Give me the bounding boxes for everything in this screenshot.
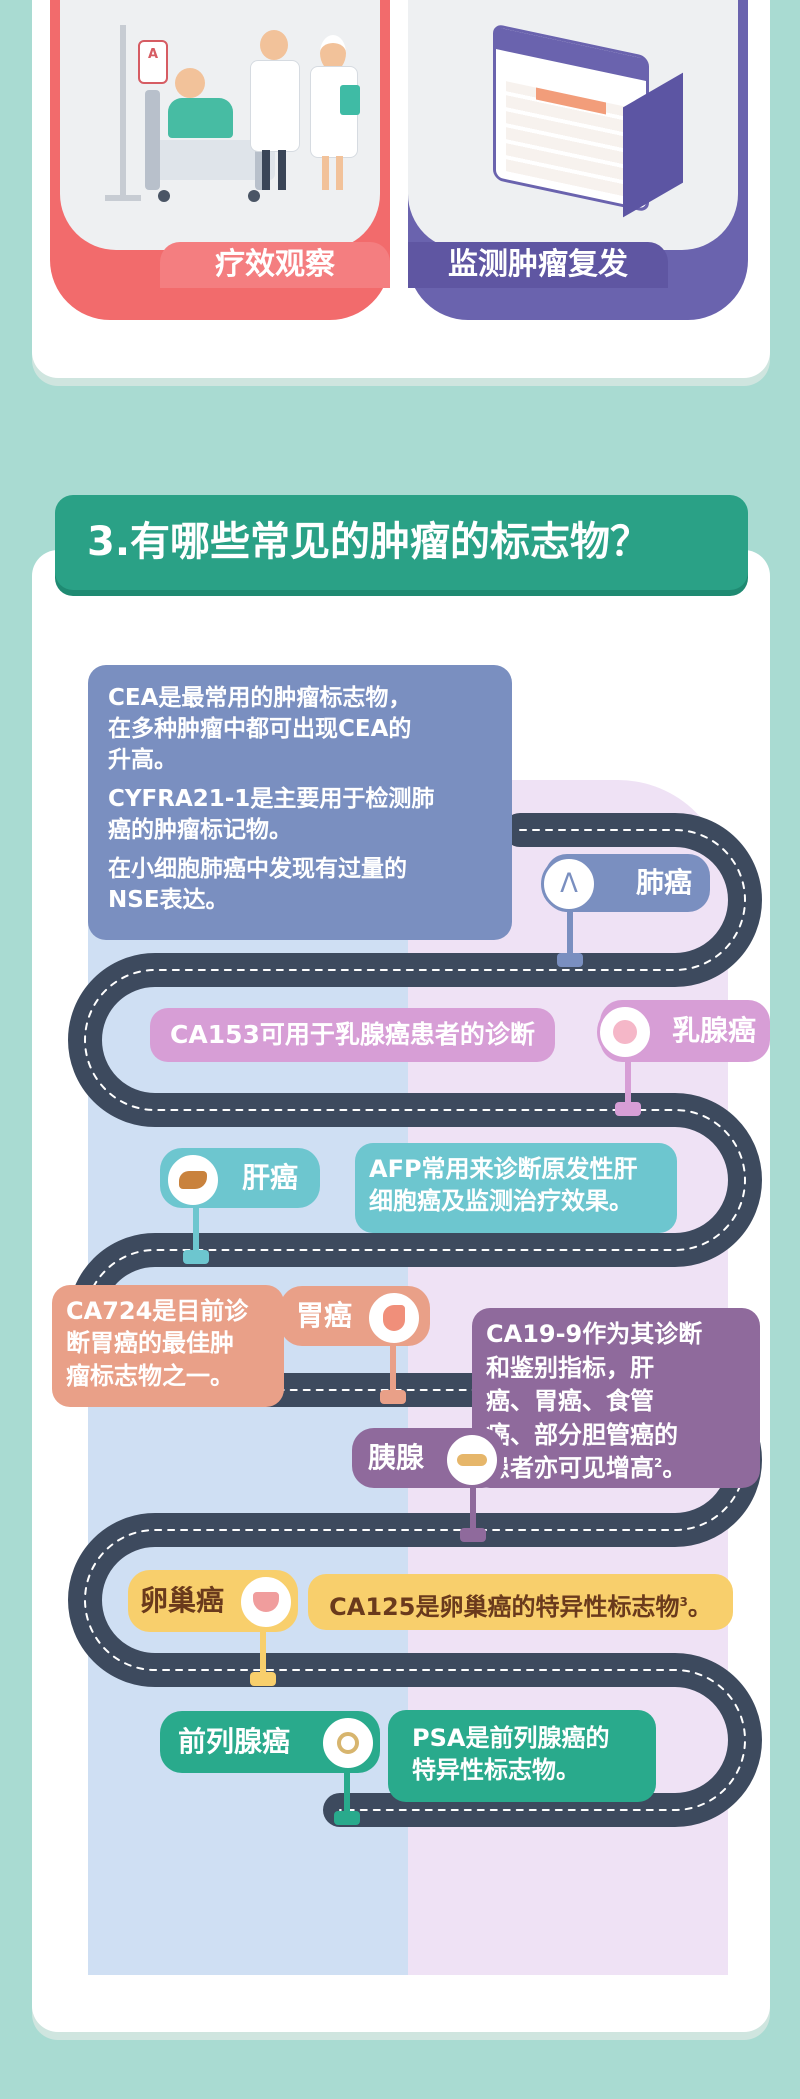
iv-stand-icon [120,25,126,200]
ovary-icon [238,1574,294,1630]
recurrence-panel: 监测肿瘤复发 [408,0,748,320]
lung-line-4: CYFRA21-1是主要用于检测肺 [108,786,435,813]
lung-info-box: CEA是最常用的肿瘤标志物， 在多种肿瘤中都可出现CEA的 升高。 CYFRA2… [88,665,512,940]
lung-line-1: CEA是最常用的肿瘤标志物， [108,685,412,711]
stomach-icon [366,1290,422,1346]
section-title: 3.有哪些常见的肿瘤的标志物？ [87,519,651,565]
treatment-panel: A 疗效观察 [50,0,390,320]
liver-info-box: AFP常用来诊断原发性肝 细胞癌及监测治疗效果。 [355,1143,677,1233]
breast-icon [597,1004,653,1060]
pancreas-icon [444,1432,500,1488]
lung-line-2: 在多种肿瘤中都可出现CEA的 [108,716,412,743]
lung-icon: ᐱ [541,856,597,912]
breast-info-box: CA153可用于乳腺癌患者的诊断 [150,1008,555,1062]
nurse-icon [320,35,346,71]
iv-bag-icon: A [138,40,168,84]
lung-line-5: 癌的肿瘤标记物。 [108,817,292,844]
stomach-info-box: CA724是目前诊 断胃癌的最佳肿 瘤标志物之一。 [52,1285,284,1407]
treatment-label: 疗效观察 [160,242,390,288]
doctor-icon [260,30,288,60]
liver-icon [165,1152,221,1208]
lung-line-7: NSE表达。 [108,887,229,914]
prostate-info-box: PSA是前列腺癌的 特异性标志物。 [388,1710,656,1802]
prostate-icon [320,1715,376,1771]
section-title-banner: 3.有哪些常见的肿瘤的标志物？ [55,495,748,590]
recurrence-label: 监测肿瘤复发 [408,242,668,288]
pancreas-info-box: CA19-9作为其诊断 和鉴别指标，肝 癌、胃癌、食管 癌、部分胆管癌的 患者亦… [472,1308,760,1488]
lung-line-6: 在小细胞肺癌中发现有过量的 [108,856,407,883]
ovary-info-box: CA125是卵巢癌的特异性标志物3。 [308,1574,733,1630]
lung-line-3: 升高。 [108,747,177,774]
patient-icon [175,68,205,98]
